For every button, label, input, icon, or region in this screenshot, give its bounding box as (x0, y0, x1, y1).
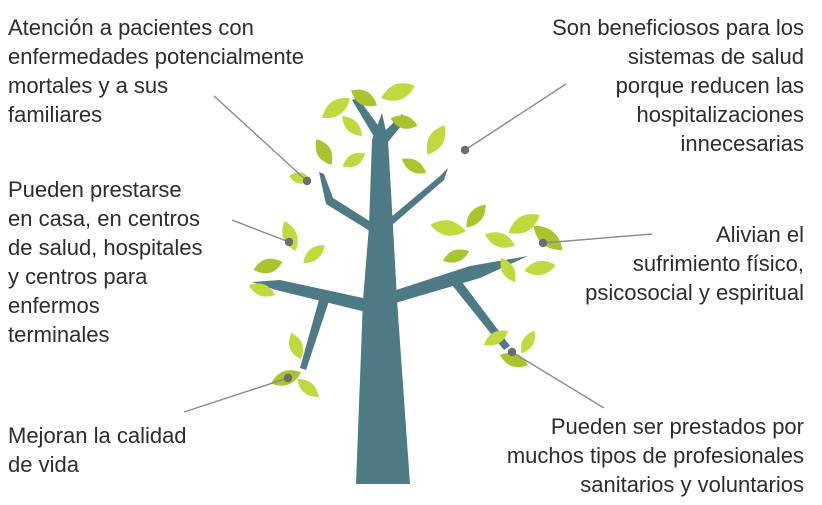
leaf-6 (342, 152, 366, 168)
branch-right-drop (448, 274, 510, 350)
leader-dot-3 (538, 238, 548, 248)
tree-trunk (252, 98, 528, 484)
trunk (356, 113, 410, 484)
branch-upper-right (384, 168, 448, 232)
benefit-label-relieve-suffering: Alivian el sufrimiento físico, psicosoci… (585, 222, 804, 305)
tree-leaves (248, 83, 563, 397)
leaf-12 (303, 245, 325, 263)
leaf-1 (351, 89, 377, 107)
leaf-24 (297, 379, 319, 397)
leaf-14 (430, 220, 466, 236)
leader-line-2 (231, 219, 290, 243)
benefit-label-professionals: Pueden ser prestados por muchos tipos de… (506, 414, 804, 497)
leader-dot-1 (460, 145, 470, 155)
leaf-16 (484, 232, 516, 248)
leaf-25 (483, 330, 509, 346)
leader-line-1 (464, 83, 567, 151)
branch-left-drop (300, 296, 330, 370)
leader-line-5 (511, 351, 605, 409)
leader-line-0 (213, 95, 308, 182)
leaf-11 (253, 258, 283, 274)
leaf-13 (248, 283, 276, 297)
leaf-5 (315, 139, 333, 165)
leader-line-3 (542, 233, 653, 244)
branch-upper-left (319, 172, 378, 236)
benefit-label-settings: Pueden prestarse en casa, en centros de … (8, 177, 203, 347)
leaf-17 (508, 214, 540, 234)
leader-dot-5 (507, 347, 517, 357)
leaf-15 (466, 204, 486, 228)
leaf-22 (289, 332, 303, 360)
benefit-label-patients-families: Atención a pacientes con enfermedades po… (8, 15, 304, 127)
branch-lower-left (252, 280, 366, 312)
leaf-26 (499, 352, 529, 368)
leaf-2 (381, 83, 415, 101)
benefit-label-health-systems: Son beneficiosos para los sistemas de sa… (552, 15, 804, 156)
leaf-18 (533, 225, 563, 251)
benefit-label-quality-of-life: Mejoran la calidad de vida (8, 423, 187, 477)
leaf-10 (282, 220, 298, 252)
leaf-27 (521, 330, 535, 354)
leader-line-4 (183, 377, 289, 413)
leaf-19 (524, 260, 556, 276)
leaf-3 (390, 115, 418, 129)
leader-lines (183, 83, 653, 413)
leaf-8 (401, 158, 427, 174)
leaf-4 (342, 116, 362, 136)
leaf-21 (500, 257, 516, 283)
leader-dot-0 (302, 176, 312, 186)
twig-top-left (352, 98, 380, 140)
leaf-20 (442, 249, 470, 263)
leaf-7 (426, 125, 446, 155)
leader-dot-4 (283, 373, 293, 383)
leader-dot-2 (284, 237, 294, 247)
leaf-0 (322, 97, 350, 119)
